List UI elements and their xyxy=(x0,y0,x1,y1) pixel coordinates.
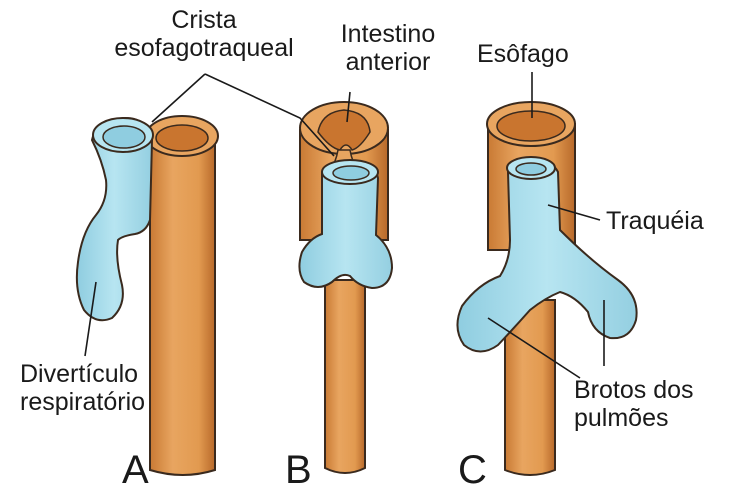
intestino-line-2: anterior xyxy=(318,48,458,76)
panel-b-esophagus-lower xyxy=(325,280,365,473)
diverticulo-line-1: Divertículo xyxy=(20,360,145,388)
panel-label-c: C xyxy=(458,450,487,490)
diverticulo-line-2: respiratório xyxy=(20,388,145,416)
label-esofago: Esôfago xyxy=(477,40,569,68)
label-intestino-anterior: Intestino anterior xyxy=(318,20,458,76)
label-traqueia: Traquéia xyxy=(606,207,704,235)
label-diverticulo-respiratorio: Divertículo respiratório xyxy=(20,360,145,416)
brotos-line-1: Brotos dos xyxy=(574,376,694,404)
panel-a-esophagus-tube xyxy=(150,138,215,475)
panel-label-b: B xyxy=(285,450,312,490)
intestino-line-1: Intestino xyxy=(318,20,458,48)
label-brotos-dos-pulmoes: Brotos dos pulmões xyxy=(574,376,694,432)
crista-line-1: Crista xyxy=(84,6,324,34)
panel-a-drawing xyxy=(77,116,218,475)
panel-b-drawing xyxy=(299,102,392,473)
brotos-line-2: pulmões xyxy=(574,404,694,432)
leader-crista xyxy=(152,74,205,122)
panel-label-a: A xyxy=(122,450,149,490)
crista-line-2: esofagotraqueal xyxy=(84,34,324,62)
label-crista-esofagotraqueal: Crista esofagotraqueal xyxy=(84,6,324,62)
